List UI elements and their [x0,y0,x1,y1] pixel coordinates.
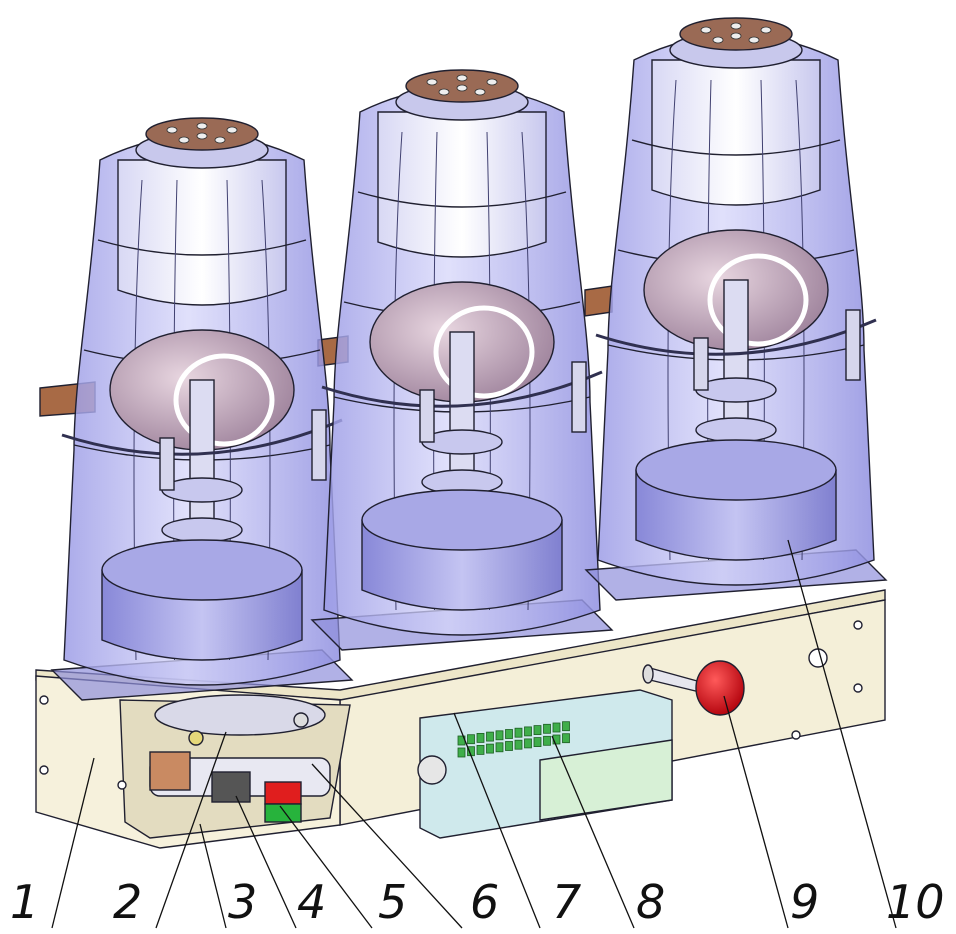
connector-pin [524,738,532,749]
pole-1 [50,117,354,701]
pole-3 [584,17,888,601]
connector-pin [505,741,513,751]
connector-pin [486,743,494,754]
connector-pin [457,747,466,758]
pole-2 [310,69,614,651]
connector-pin [562,733,570,744]
connector-pin [495,742,504,753]
callout-3: 3 [228,875,257,929]
callout-7: 7 [552,875,581,929]
callout-2: 2 [113,875,142,929]
connector-pin [476,733,485,743]
connector-pin [524,726,532,737]
callout-4: 4 [297,875,326,929]
callout-5: 5 [378,875,407,929]
leader-lines [51,539,897,929]
connector-pin [533,725,542,735]
connector-pin [514,739,523,750]
connector-pin [495,730,504,741]
connector-pin [543,735,551,746]
callout-10: 10 [886,875,945,929]
callout-6: 6 [470,875,499,929]
connector-pins [457,721,570,758]
connector-pin [543,723,551,734]
manual-knob [642,660,745,716]
connector-pin [514,727,523,738]
callout-9: 9 [790,875,819,929]
position-indicator [264,781,302,823]
control-connector [417,689,673,839]
connector-pin [505,729,513,739]
connector-pin [533,737,542,747]
connector-pin [467,734,475,745]
callout-8: 8 [636,875,665,929]
connector-pin [486,731,494,742]
poles [50,17,888,701]
callout-labels: 1 2 3 4 5 6 7 8 9 10 [10,875,945,929]
connector-pin [562,721,570,732]
connector-pin [476,745,485,755]
connector-pin [552,722,561,733]
callout-1: 1 [10,875,39,929]
